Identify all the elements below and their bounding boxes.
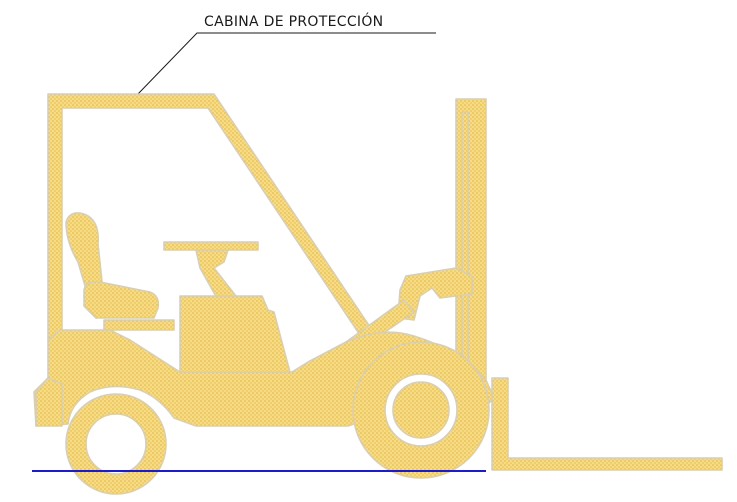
seat-base [103, 319, 175, 331]
counterweight [35, 377, 63, 427]
fork [491, 377, 723, 471]
chassis-body [33, 329, 495, 427]
steering-column [195, 249, 237, 301]
protection-cab-label: CABINA DE PROTECCIÓN [204, 12, 383, 30]
steering-wheel [163, 241, 259, 251]
front-wheel-hub [392, 381, 450, 439]
seat-cushion [83, 280, 160, 319]
carriage-bracket [397, 267, 473, 321]
dashboard-housing [179, 295, 291, 373]
callout-leader-line [136, 32, 436, 96]
rear-wheel-hub [85, 413, 147, 475]
